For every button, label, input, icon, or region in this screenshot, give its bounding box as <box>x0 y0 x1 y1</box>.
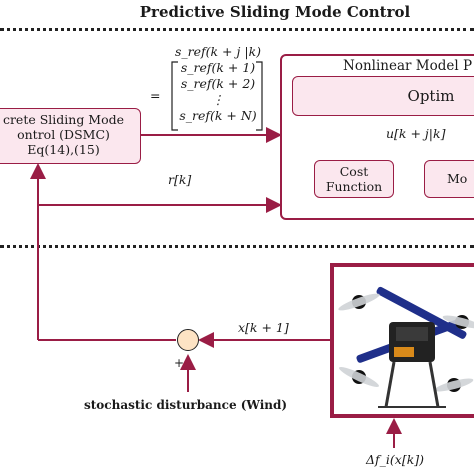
ref-entry: s_ref(k + j |k) <box>174 44 262 59</box>
dsmc-line2: ontrol (DSMC) <box>17 127 110 142</box>
reference-vector: s_ref(k + j |k) s_ref(k + 1) s_ref(k + 2… <box>166 44 270 124</box>
middle-separator <box>0 245 474 248</box>
disturbance-label: stochastic disturbance (Wind) <box>84 398 288 412</box>
control-label: u[k + j|k] <box>386 126 446 141</box>
x-label: x[k + 1] <box>238 320 289 335</box>
sum-junction <box>177 329 199 351</box>
plus-sign: + <box>174 356 185 370</box>
diagram-title: Predictive Sliding Mode Control <box>139 3 411 21</box>
equals-sign: = <box>150 88 161 103</box>
cost-line1: Cost <box>339 164 369 179</box>
model-label: Mo <box>447 171 468 186</box>
model-block: Mo <box>424 160 474 198</box>
r-label: r[k] <box>168 172 192 187</box>
ref-entry: s_ref(k + 1) <box>180 60 256 75</box>
quadcopter-photo <box>330 263 474 418</box>
top-separator <box>0 28 474 31</box>
nmpc-title: Nonlinear Model P <box>343 58 473 74</box>
optimizer-label: Optim <box>407 87 455 105</box>
cost-line2: Function <box>325 179 383 194</box>
quadcopter-icon <box>338 286 474 408</box>
ref-entry: s_ref(k + N) <box>179 108 257 123</box>
dsmc-line1: crete Sliding Mode <box>2 112 125 127</box>
dsmc-block: crete Sliding Mode ontrol (DSMC) Eq(14),… <box>0 108 141 164</box>
delta-f-label: Δf_i(x[k]) <box>366 452 425 467</box>
ref-entry: ⋮ <box>211 92 225 107</box>
cost-function-block: Cost Function <box>314 160 394 198</box>
dsmc-line3: Eq(14),(15) <box>27 142 100 157</box>
optimizer-block: Optim <box>292 76 474 116</box>
ref-entry: s_ref(k + 2) <box>180 76 256 91</box>
